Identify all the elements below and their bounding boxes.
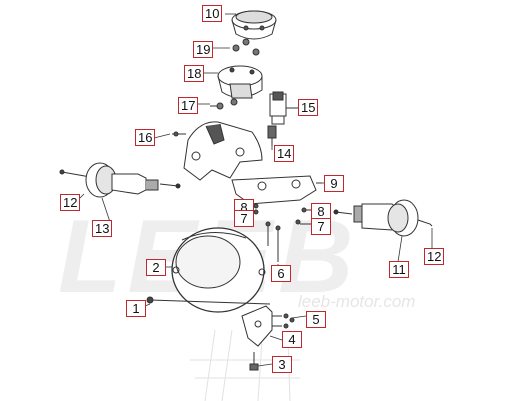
watermark-url: leeb-motor.com xyxy=(298,292,416,311)
part-18-meter-bracket xyxy=(217,65,263,99)
callout-3: 3 xyxy=(272,356,292,373)
callout-16: 16 xyxy=(135,129,156,146)
callout-7-left: 7 xyxy=(234,210,254,227)
part-2-headlight xyxy=(171,227,266,313)
callout-6: 6 xyxy=(271,265,291,282)
part-11-right-indicator xyxy=(333,199,433,237)
callout-12-left: 12 xyxy=(60,194,81,211)
callout-1: 1 xyxy=(126,300,146,317)
part-6-bolts xyxy=(265,221,281,262)
part-4-lower-bracket xyxy=(241,305,295,347)
part-19-nuts xyxy=(232,38,260,56)
callout-11: 11 xyxy=(389,261,409,278)
callout-5: 5 xyxy=(306,311,326,328)
callout-12-right: 12 xyxy=(424,248,445,265)
callout-17: 17 xyxy=(178,97,199,114)
callout-13: 13 xyxy=(92,220,113,237)
part-16-top-clamp xyxy=(172,121,263,181)
callout-10: 10 xyxy=(202,5,223,22)
part-9-mount-bracket xyxy=(231,175,322,205)
part-14-key-barrel xyxy=(267,125,277,146)
callout-19: 19 xyxy=(193,41,214,58)
callout-9: 9 xyxy=(324,175,344,192)
callout-2: 2 xyxy=(146,259,166,276)
part-7-8-fasteners xyxy=(247,203,312,225)
callout-4: 4 xyxy=(282,331,302,348)
callout-18: 18 xyxy=(184,65,205,82)
callout-7-right: 7 xyxy=(311,218,331,235)
part-10-instrument-cover xyxy=(231,10,277,40)
callout-14: 14 xyxy=(274,145,295,162)
part-13-left-indicator xyxy=(85,162,181,198)
part-17-screws xyxy=(210,98,238,110)
part-3-lower-screw xyxy=(249,352,259,371)
part-1-through-bolt xyxy=(146,296,271,305)
callout-15: 15 xyxy=(298,99,319,116)
